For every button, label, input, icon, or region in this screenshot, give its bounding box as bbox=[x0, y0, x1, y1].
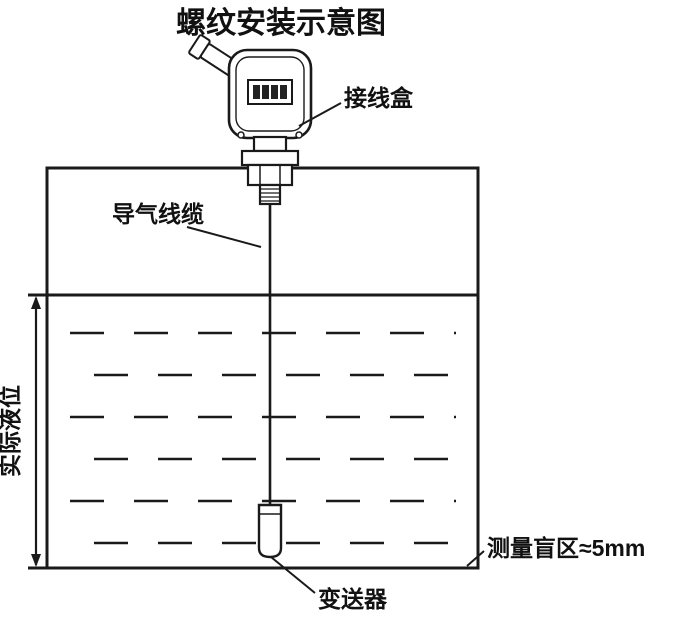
junction-box-leader-line bbox=[298, 102, 342, 127]
lcd-digit bbox=[271, 85, 278, 99]
actual-level-label: 实际液位 bbox=[0, 385, 23, 477]
transmitter-label: 变送器 bbox=[318, 586, 388, 612]
air-cable-leader-line bbox=[186, 226, 262, 248]
lcd-display-icon bbox=[247, 79, 293, 105]
thread bbox=[258, 183, 282, 206]
lcd-digit bbox=[262, 85, 269, 99]
blind-zone-label: 测量盲区≈5mm bbox=[487, 535, 645, 561]
lcd-digit bbox=[280, 85, 287, 99]
mounting-plate bbox=[240, 149, 300, 167]
liquid-dashes bbox=[70, 331, 456, 545]
level-dimension-arrow bbox=[31, 296, 41, 567]
diagram-title: 螺纹安装示意图 bbox=[176, 6, 386, 40]
transmitter-leader-line bbox=[270, 556, 316, 594]
transmitter-head bbox=[188, 34, 313, 206]
screw-icon bbox=[237, 131, 245, 139]
housing-inner-ring bbox=[235, 56, 305, 132]
arrowhead-down-icon bbox=[31, 554, 41, 567]
probe-body bbox=[257, 503, 283, 559]
screw-icon bbox=[295, 131, 303, 139]
lcd-digit bbox=[253, 85, 260, 99]
terminal-collar bbox=[252, 135, 288, 153]
air-cable-label: 导气线缆 bbox=[112, 201, 204, 227]
arrowhead-up-icon bbox=[31, 296, 41, 309]
blind-zone-leader-line bbox=[466, 550, 485, 567]
hex-nut bbox=[246, 163, 294, 187]
junction-box-label: 接线盒 bbox=[344, 85, 414, 111]
